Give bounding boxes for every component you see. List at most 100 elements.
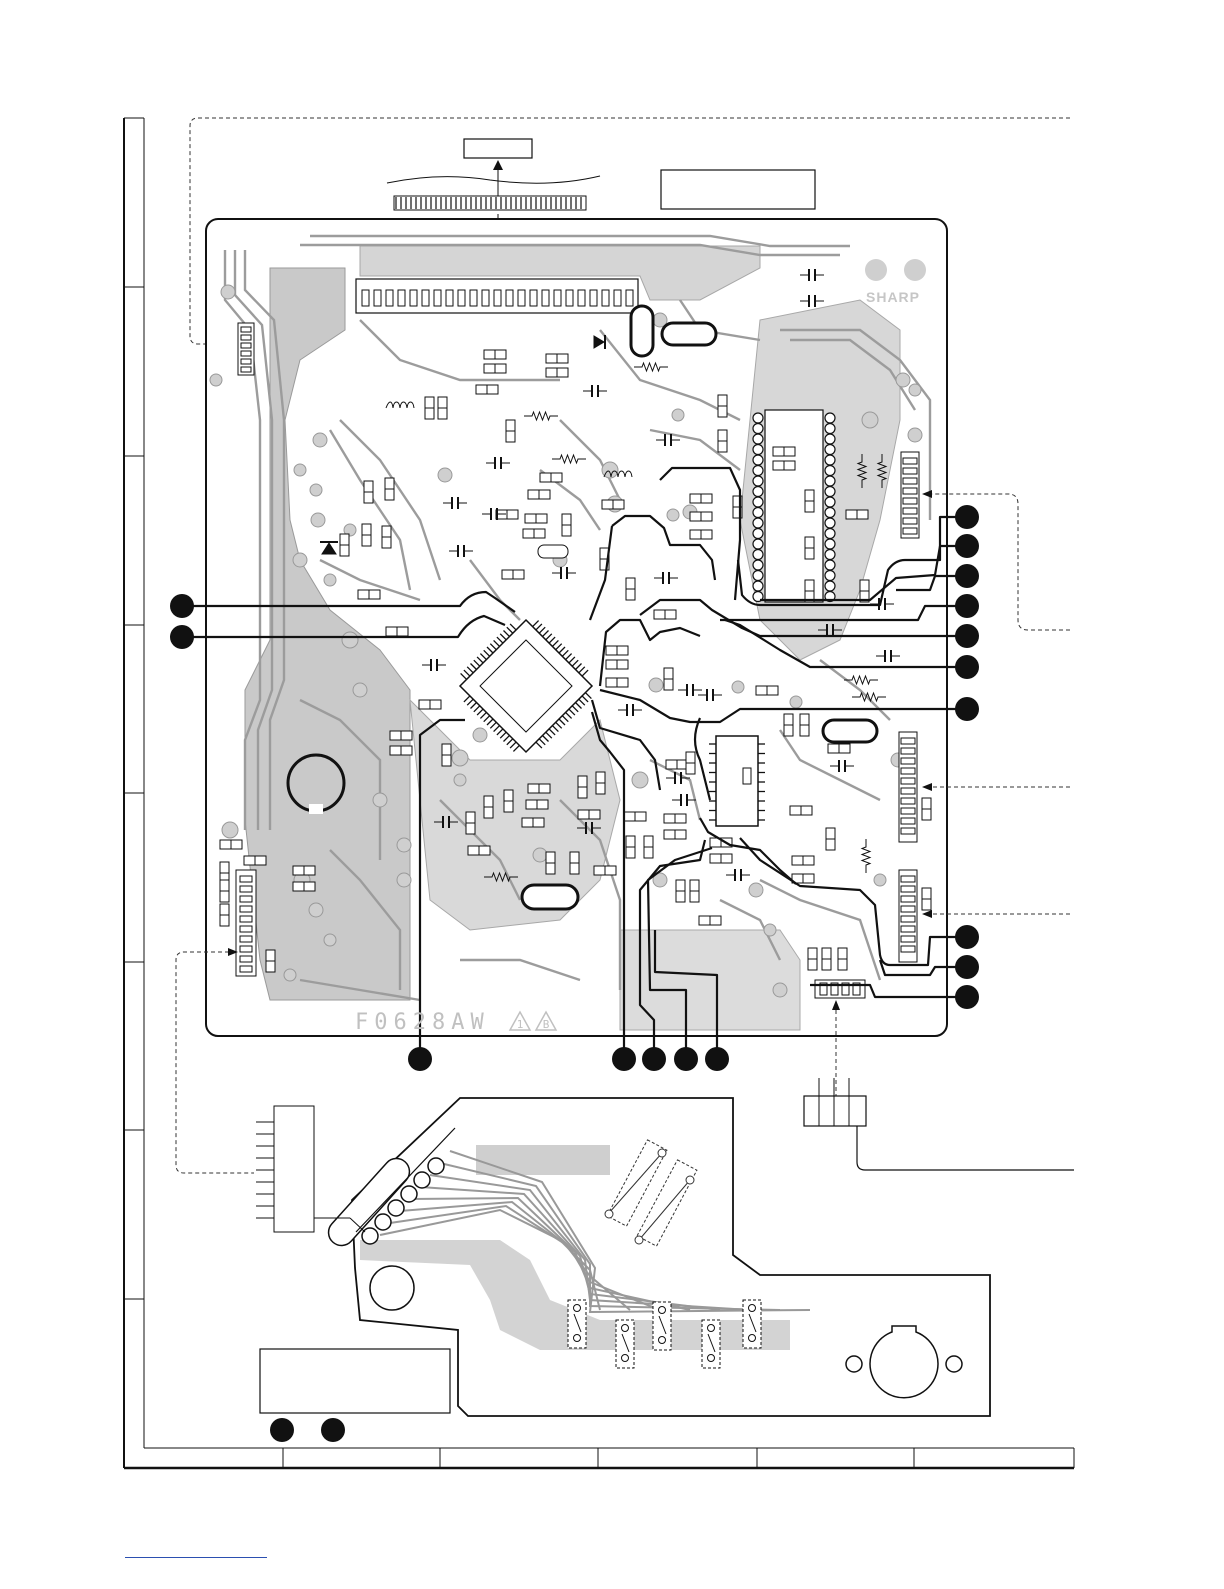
pad	[903, 468, 917, 474]
via	[313, 433, 327, 447]
terminal-dot-icon	[955, 955, 979, 979]
pad	[825, 445, 835, 455]
pad	[825, 529, 835, 539]
pad	[753, 550, 763, 560]
via	[790, 696, 802, 708]
pad	[753, 487, 763, 497]
pad	[753, 571, 763, 581]
pad	[241, 327, 251, 332]
pad	[825, 424, 835, 434]
terminal-dot-icon	[955, 624, 979, 648]
pad	[901, 818, 915, 824]
pad	[825, 581, 835, 591]
terminal-dot-icon	[955, 594, 979, 618]
pad	[901, 946, 915, 952]
pad	[241, 343, 251, 348]
pad	[901, 768, 915, 774]
pad	[903, 478, 917, 484]
pad	[614, 290, 621, 306]
svg-text:1: 1	[517, 1018, 524, 1031]
pad	[434, 290, 441, 306]
via	[353, 683, 367, 697]
pad	[901, 778, 915, 784]
pad	[240, 936, 252, 942]
pad	[470, 290, 477, 306]
crystal-oval-1	[662, 323, 716, 345]
terminal-dot-icon	[170, 625, 194, 649]
pad	[753, 581, 763, 591]
pad	[506, 290, 513, 306]
pad	[240, 966, 252, 972]
pad	[362, 290, 369, 306]
label-box-title	[661, 170, 815, 209]
terminal-dot-icon	[321, 1418, 345, 1442]
pad	[240, 886, 252, 892]
via	[764, 924, 776, 936]
pad	[901, 896, 915, 902]
via	[452, 750, 468, 766]
via	[293, 553, 307, 567]
pad	[753, 466, 763, 476]
pad	[753, 455, 763, 465]
via	[324, 574, 336, 586]
via	[874, 874, 886, 886]
pad	[240, 916, 252, 922]
crystal-oval-2	[631, 306, 653, 356]
via	[397, 873, 411, 887]
pad	[825, 487, 835, 497]
pad	[482, 290, 489, 306]
via	[473, 728, 487, 742]
via	[908, 428, 922, 442]
pad	[554, 290, 561, 306]
pad	[566, 290, 573, 306]
pad	[903, 508, 917, 514]
pad	[240, 906, 252, 912]
pad	[518, 290, 525, 306]
label-box-top	[464, 139, 532, 158]
via	[672, 409, 684, 421]
pad	[602, 290, 609, 306]
pad	[903, 458, 917, 464]
pad	[753, 518, 763, 528]
via	[309, 903, 323, 917]
terminal-dot-icon	[955, 564, 979, 588]
pad	[825, 508, 835, 518]
pad	[825, 466, 835, 476]
pad	[753, 445, 763, 455]
pad	[825, 518, 835, 528]
pad	[626, 290, 633, 306]
terminal-dot-icon	[642, 1047, 666, 1071]
pad	[753, 508, 763, 518]
pad	[753, 424, 763, 434]
terminal-dot-icon	[955, 697, 979, 721]
via	[210, 374, 222, 386]
pad	[240, 876, 252, 882]
via	[632, 772, 648, 788]
pad	[753, 539, 763, 549]
crystal-oval-4	[522, 885, 578, 909]
terminal-dot-icon	[270, 1418, 294, 1442]
pad	[901, 926, 915, 932]
pad	[446, 290, 453, 306]
pad	[901, 808, 915, 814]
pad	[530, 290, 537, 306]
via	[311, 513, 325, 527]
pad	[825, 560, 835, 570]
pad	[386, 290, 393, 306]
via	[324, 934, 336, 946]
terminal-dot-icon	[170, 594, 194, 618]
terminal-dot-icon	[955, 655, 979, 679]
via	[732, 681, 744, 693]
terminal-dot-icon	[955, 534, 979, 558]
pad	[753, 413, 763, 423]
pad	[410, 290, 417, 306]
pad	[825, 455, 835, 465]
pad	[825, 476, 835, 486]
pad	[753, 434, 763, 444]
pad	[825, 539, 835, 549]
pad	[901, 916, 915, 922]
pad	[578, 290, 585, 306]
pad	[753, 560, 763, 570]
pad	[241, 351, 251, 356]
